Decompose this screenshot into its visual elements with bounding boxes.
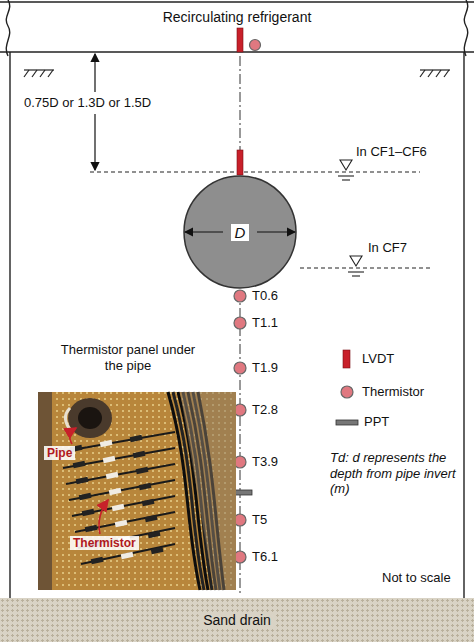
thermistor-label: T0.6 — [252, 288, 278, 304]
photo-caption: Thermistor panel under the pipe — [58, 342, 198, 373]
pipe-circle: D — [183, 175, 297, 289]
node-text: Recirculating refrigerant — [163, 9, 312, 25]
cover-depth-dimension: 0.75D or 1.3D or 1.5D — [22, 95, 153, 111]
thermistor-label: T1.9 — [252, 360, 278, 376]
scale-note: Not to scale — [382, 570, 451, 586]
thermistor-panel-photo — [38, 392, 236, 590]
node-text: D — [231, 224, 250, 241]
thermistor-label: T2.8 — [252, 402, 278, 418]
thermistor-label: T6.1 — [252, 549, 278, 565]
refrigerant-frame — [0, 0, 474, 56]
tank-walls — [10, 52, 464, 598]
thermistor-label: T1.1 — [252, 315, 278, 331]
sand-drain-band: Sand drain — [0, 598, 474, 642]
thermistor-label: T3.9 — [252, 454, 278, 470]
water-table-label: In CF7 — [368, 240, 407, 256]
refrigerant-band: Recirculating refrigerant — [0, 3, 474, 51]
subscript-note: Td: d represents the depth from pipe inv… — [330, 450, 460, 497]
legend-text: PPT — [364, 414, 389, 430]
legend-text: Thermistor — [362, 384, 424, 400]
ground-symbol — [24, 70, 450, 77]
photo-callout: Pipe — [44, 446, 75, 460]
water-table-label: In CF1–CF6 — [356, 144, 427, 160]
legend-text: LVDT — [362, 351, 394, 367]
thermistor-label: T5 — [252, 512, 267, 528]
photo-callout: Thermistor — [70, 536, 139, 550]
node-text: Sand drain — [199, 612, 275, 628]
cover-dimension — [94, 54, 95, 170]
